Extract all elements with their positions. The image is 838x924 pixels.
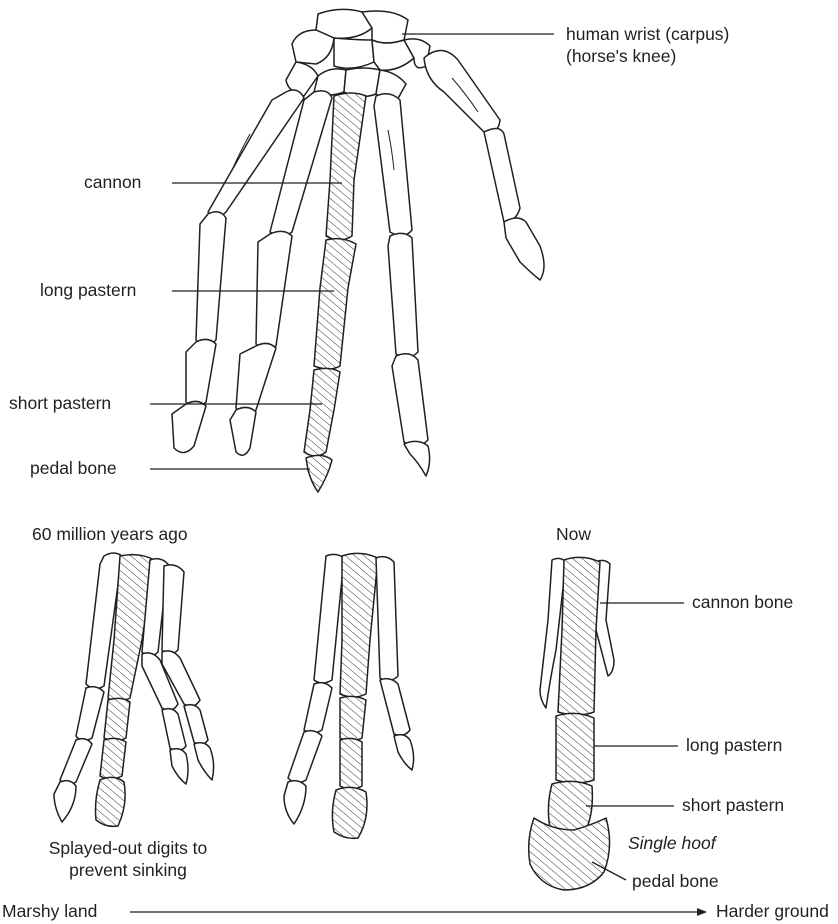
label-stage-now: Now — [556, 524, 591, 545]
label-splayed-digits-line1: Splayed-out digits to — [26, 838, 230, 859]
label-cannon: cannon — [84, 172, 141, 193]
human-hand-skeleton — [172, 9, 544, 492]
long-pastern-bone — [314, 239, 356, 369]
intermediate-horse-foot — [284, 553, 414, 838]
label-now-cannon-bone: cannon bone — [692, 592, 793, 613]
label-single-hoof: Single hoof — [628, 833, 716, 854]
early-horse-foot — [54, 553, 214, 826]
modern-horse-foot — [529, 557, 614, 890]
pedal-bone — [306, 455, 332, 492]
label-pedal-bone: pedal bone — [30, 458, 117, 479]
label-long-pastern: long pastern — [40, 280, 136, 301]
thumb-bones — [424, 50, 544, 280]
modern-short-pastern — [548, 781, 592, 832]
label-horse-knee: (horse's knee) — [566, 46, 676, 67]
label-now-short-pastern: short pastern — [682, 795, 784, 816]
label-stage-60-million-years-ago: 60 million years ago — [32, 524, 188, 545]
short-pastern-bone — [304, 368, 340, 456]
label-splayed-digits-line2: prevent sinking — [26, 860, 230, 881]
carpal-bones — [286, 9, 430, 102]
label-now-pedal-bone: pedal bone — [632, 871, 719, 892]
modern-cannon-bone — [558, 557, 600, 715]
modern-long-pastern — [556, 713, 594, 783]
label-short-pastern: short pastern — [9, 393, 111, 414]
label-marshy-land: Marshy land — [2, 901, 97, 922]
cannon-bone — [326, 93, 366, 240]
label-harder-ground: Harder ground — [716, 901, 829, 922]
ring-finger-bones — [374, 94, 430, 476]
label-now-long-pastern: long pastern — [686, 735, 782, 756]
label-human-wrist: human wrist (carpus) — [566, 24, 729, 45]
